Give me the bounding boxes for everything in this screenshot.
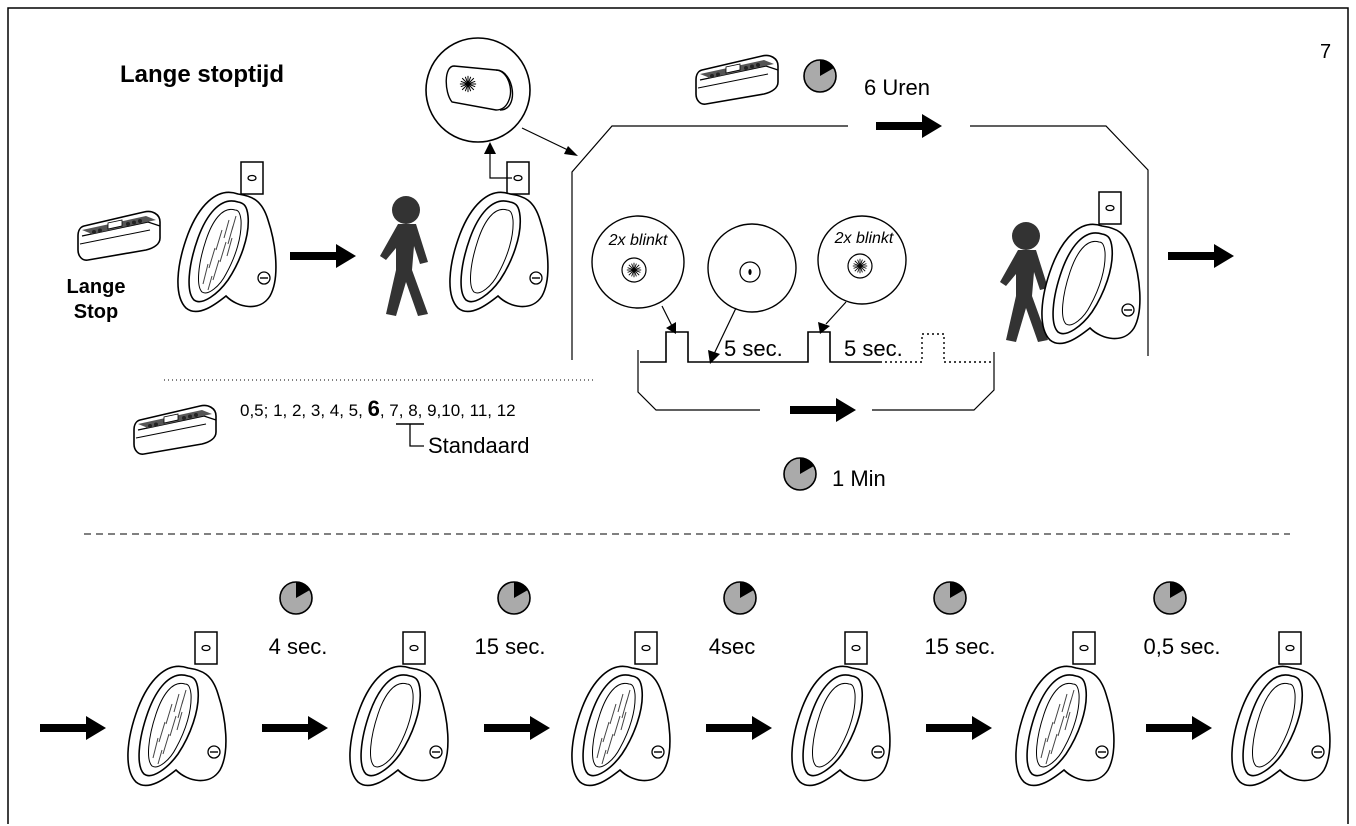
default-label: Standaard xyxy=(428,433,530,458)
blink-label-2: 2x blinkt xyxy=(834,230,894,247)
interval-label: 0,5 sec. xyxy=(1143,634,1220,659)
pointer-arrowhead xyxy=(484,142,496,154)
sensor-icon xyxy=(1098,191,1122,225)
arrow-right-icon xyxy=(790,398,856,422)
sensor-icon xyxy=(1072,631,1096,665)
arrow-right-icon xyxy=(290,244,356,268)
pulse-interval-label-1: 5 sec. xyxy=(724,336,783,361)
sparkle-icon xyxy=(852,258,868,274)
remote-control-icon xyxy=(695,54,779,105)
blink-bracket xyxy=(637,350,995,411)
pulse-interval-label-2: 5 sec. xyxy=(844,336,903,361)
sensor-icon xyxy=(634,631,658,665)
interval-label: 15 sec. xyxy=(475,634,546,659)
page-frame xyxy=(7,7,1349,824)
arrow-right-icon xyxy=(1146,716,1212,740)
remote-label-line-1: Lange xyxy=(67,276,126,298)
arrow-right-icon xyxy=(484,716,550,740)
zoom-connector-arrowhead xyxy=(564,146,578,156)
blink-label-1: 2x blinkt xyxy=(608,232,668,249)
blink-pointer-2-arrowhead xyxy=(818,322,830,334)
blink-circle-1: 2x blinkt xyxy=(591,215,685,309)
sparkle-icon xyxy=(626,262,642,278)
top-timer-label: 6 Uren xyxy=(864,75,930,100)
long-stop-bracket xyxy=(571,125,1149,360)
remote-label-line-2: Stop xyxy=(74,301,118,323)
timer-icon xyxy=(933,581,967,615)
arrow-right-icon xyxy=(262,716,328,740)
flush-sequence: 4 sec. 15 sec. 4sec 15 sec. 0,5 sec. xyxy=(40,581,1331,787)
person-walking-icon xyxy=(380,196,428,316)
pulse-signal-continuation xyxy=(880,333,994,363)
blink-pointer-1 xyxy=(661,305,673,327)
idle-pointer-arrowhead xyxy=(708,350,720,364)
urinal-icon xyxy=(449,191,549,313)
sensor-icon xyxy=(1278,631,1302,665)
blink-circle-2: 2x blinkt xyxy=(817,215,907,305)
urinal-icon xyxy=(1231,665,1331,787)
page-title: Lange stoptijd xyxy=(120,61,284,88)
urinal-flushing-icon xyxy=(572,666,670,785)
zoom-connector-line xyxy=(521,127,573,153)
timer-icon xyxy=(803,59,837,93)
urinal-flushing-icon xyxy=(1016,666,1114,785)
arrow-right-icon xyxy=(706,716,772,740)
sensor-icon xyxy=(194,631,218,665)
arrow-right-icon xyxy=(876,114,942,138)
sensor-zoom-circle xyxy=(425,37,531,143)
arrow-right-icon xyxy=(1168,244,1234,268)
timer-icon xyxy=(783,457,817,491)
settings-options-after: , 7, 8, 9,10, 11, 12 xyxy=(380,401,516,420)
idle-circle xyxy=(707,223,797,313)
blink-pointer-2 xyxy=(825,301,847,325)
urinal-icon xyxy=(791,665,891,787)
interval-label: 4 sec. xyxy=(269,634,328,659)
blink-timer-label: 1 Min xyxy=(832,466,886,491)
idle-pointer xyxy=(713,307,737,355)
settings-default-value: 6 xyxy=(368,396,380,421)
interval-label: 15 sec. xyxy=(925,634,996,659)
interval-label: 4sec xyxy=(709,634,755,659)
urinal-icon xyxy=(349,665,449,787)
remote-control-icon xyxy=(133,404,217,455)
settings-options: 0,5; 1, 2, 3, 4, 5, 6, 7, 8, 9,10, 11, 1… xyxy=(240,396,516,421)
arrow-right-icon xyxy=(926,716,992,740)
timer-icon xyxy=(497,581,531,615)
page-number: 7 xyxy=(1320,41,1331,63)
sensor-icon xyxy=(240,161,264,195)
blink-pointer-1-arrowhead xyxy=(666,322,676,334)
settings-options-before: 0,5; 1, 2, 3, 4, 5, xyxy=(240,401,368,420)
urinal-flushing-icon xyxy=(178,192,276,311)
pulse-signal-line xyxy=(640,331,880,363)
timer-icon xyxy=(1153,581,1187,615)
pointer-line xyxy=(489,148,512,179)
remote-control-icon xyxy=(77,210,161,261)
sensor-icon xyxy=(402,631,426,665)
urinal-icon xyxy=(1041,223,1141,345)
timer-icon xyxy=(279,581,313,615)
arrow-right-icon xyxy=(40,716,106,740)
sparkle-icon xyxy=(459,75,477,93)
default-connector xyxy=(409,424,424,447)
timer-icon xyxy=(723,581,757,615)
urinal-flushing-icon xyxy=(128,666,226,785)
sensor-icon xyxy=(844,631,868,665)
person-walking-icon xyxy=(1000,222,1048,342)
